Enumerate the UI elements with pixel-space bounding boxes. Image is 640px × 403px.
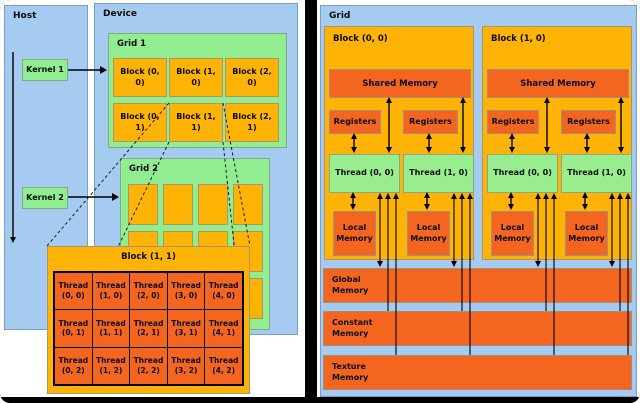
texture-memory-bar: Texture Memory	[323, 355, 632, 390]
local-memory-box: Local Memory	[407, 211, 450, 256]
kernel2-label: Kernel 2	[26, 192, 64, 202]
kernel2-box: Kernel 2	[22, 187, 68, 209]
grid1-block-label: Block (2, 1)	[232, 112, 272, 132]
thread-cell-label: Thread (0, 0)	[58, 281, 89, 301]
grid1-block: Block (1, 1)	[169, 103, 223, 142]
local-memory-label: Local Memory	[410, 223, 447, 243]
thread-cell: Thread (4, 2)	[205, 347, 242, 384]
shared-memory-bar: Shared Memory	[487, 69, 629, 98]
grid1-block-label: Block (1, 1)	[176, 112, 216, 132]
thread-cell-label: Thread (3, 0)	[171, 281, 201, 301]
block-title: Block (1, 0)	[491, 34, 546, 44]
thread-cell-label: Thread (3, 1)	[171, 318, 201, 338]
thread-cell: Thread (1, 0)	[92, 273, 130, 310]
thread-cell-label: Thread (2, 2)	[133, 356, 164, 375]
thread-cell: Thread (0, 1)	[55, 310, 92, 347]
grid1-block-label: Block (0, 1)	[120, 112, 160, 132]
thread-cell: Thread (0, 0)	[55, 273, 92, 310]
thread-cell: Thread (2, 1)	[130, 310, 167, 347]
registers-box: Registers	[561, 110, 616, 134]
thread-cell-label: Thread (0, 2)	[58, 356, 89, 375]
grid2-block	[163, 184, 193, 225]
local-memory-box: Local Memory	[333, 211, 376, 256]
constant-memory-label: Constant Memory	[332, 318, 373, 338]
constant-memory-bar: Constant Memory	[323, 311, 632, 346]
registers-box: Registers	[487, 110, 539, 134]
thread-cell: Thread (3, 1)	[167, 310, 205, 347]
kernel1-box: Kernel 1	[22, 59, 68, 81]
thread-cell-label: Thread (1, 1)	[96, 318, 126, 338]
grid1-block-label: Block (0, 0)	[120, 67, 160, 87]
thread-box: Thread (0, 0)	[329, 154, 400, 193]
thread-box: Thread (1, 0)	[403, 154, 474, 193]
thread-cell: Thread (2, 2)	[130, 347, 167, 384]
grid1-block: Block (2, 0)	[225, 58, 279, 97]
global-memory-bar: Global Memory	[323, 268, 632, 303]
grid2-title: Grid 2	[129, 164, 159, 174]
grid1-title: Grid 1	[117, 39, 147, 49]
thread-box: Thread (0, 0)	[487, 154, 558, 193]
thread-table: Thread (0, 0) Thread (1, 0) Thread (2, 0) T…	[53, 271, 244, 386]
block-title: Block (0, 0)	[333, 34, 388, 44]
kernel1-label: Kernel 1	[26, 64, 64, 74]
thread-cell: Thread (4, 1)	[205, 310, 242, 347]
block-inset-title: Block (1, 1)	[121, 252, 176, 262]
thread-box: Thread (1, 0)	[561, 154, 632, 193]
thread-cell-label: Thread (2, 1)	[133, 318, 164, 338]
thread-cell-label: Thread (4, 0)	[208, 281, 239, 301]
texture-memory-label: Texture Memory	[332, 362, 369, 382]
local-memory-label: Local Memory	[568, 223, 605, 243]
registers-box: Registers	[403, 110, 458, 134]
grid1-block-label: Block (1, 0)	[176, 67, 216, 87]
grid1-block: Block (0, 1)	[113, 103, 167, 142]
grid1-block-label: Block (2, 0)	[232, 67, 272, 87]
thread-cell-label: Thread (4, 1)	[208, 318, 239, 338]
local-memory-label: Local Memory	[494, 223, 531, 243]
thread-cell-label: Thread (1, 0)	[96, 281, 126, 301]
thread-cell-label: Thread (1, 2)	[96, 356, 126, 375]
thread-cell: Thread (1, 2)	[92, 347, 130, 384]
grid1-block: Block (2, 1)	[225, 103, 279, 142]
host-title: Host	[13, 11, 37, 21]
shared-memory-bar: Shared Memory	[329, 69, 471, 98]
thread-cell-label: Thread (4, 2)	[208, 356, 239, 375]
thread-cell-label: Thread (0, 1)	[58, 318, 89, 338]
grid2-block	[198, 184, 228, 225]
thread-cell: Thread (4, 0)	[205, 273, 242, 310]
thread-cell-label: Thread (3, 2)	[171, 356, 201, 375]
block-inset: Block (1, 1) Thread (0, 0)Thread (1, 0)T…	[47, 246, 250, 394]
local-memory-box: Local Memory	[565, 211, 608, 256]
thread-cell: Thread (0, 2)	[55, 347, 92, 384]
local-memory-label: Local Memory	[336, 223, 373, 243]
device-title: Device	[103, 9, 137, 19]
thread-cell: Thread (2, 0)	[130, 273, 167, 310]
grid2-block	[128, 184, 158, 225]
grid1-block: Block (1, 0)	[169, 58, 223, 97]
thread-cell: Thread (3, 0)	[167, 273, 205, 310]
grid2-block	[233, 184, 263, 225]
grid1-block: Block (0, 0)	[113, 58, 167, 97]
grid-title: Grid	[329, 11, 351, 21]
execution-model-figure: Host Device Grid 1 Block (0, 0) Block (1,…	[0, 0, 305, 397]
thread-cell: Thread (3, 2)	[167, 347, 205, 384]
registers-box: Registers	[329, 110, 381, 134]
thread-cell: Thread (1, 1)	[92, 310, 130, 347]
global-memory-label: Global Memory	[332, 275, 369, 295]
thread-cell-label: Thread (2, 0)	[133, 281, 164, 301]
local-memory-box: Local Memory	[491, 211, 534, 256]
